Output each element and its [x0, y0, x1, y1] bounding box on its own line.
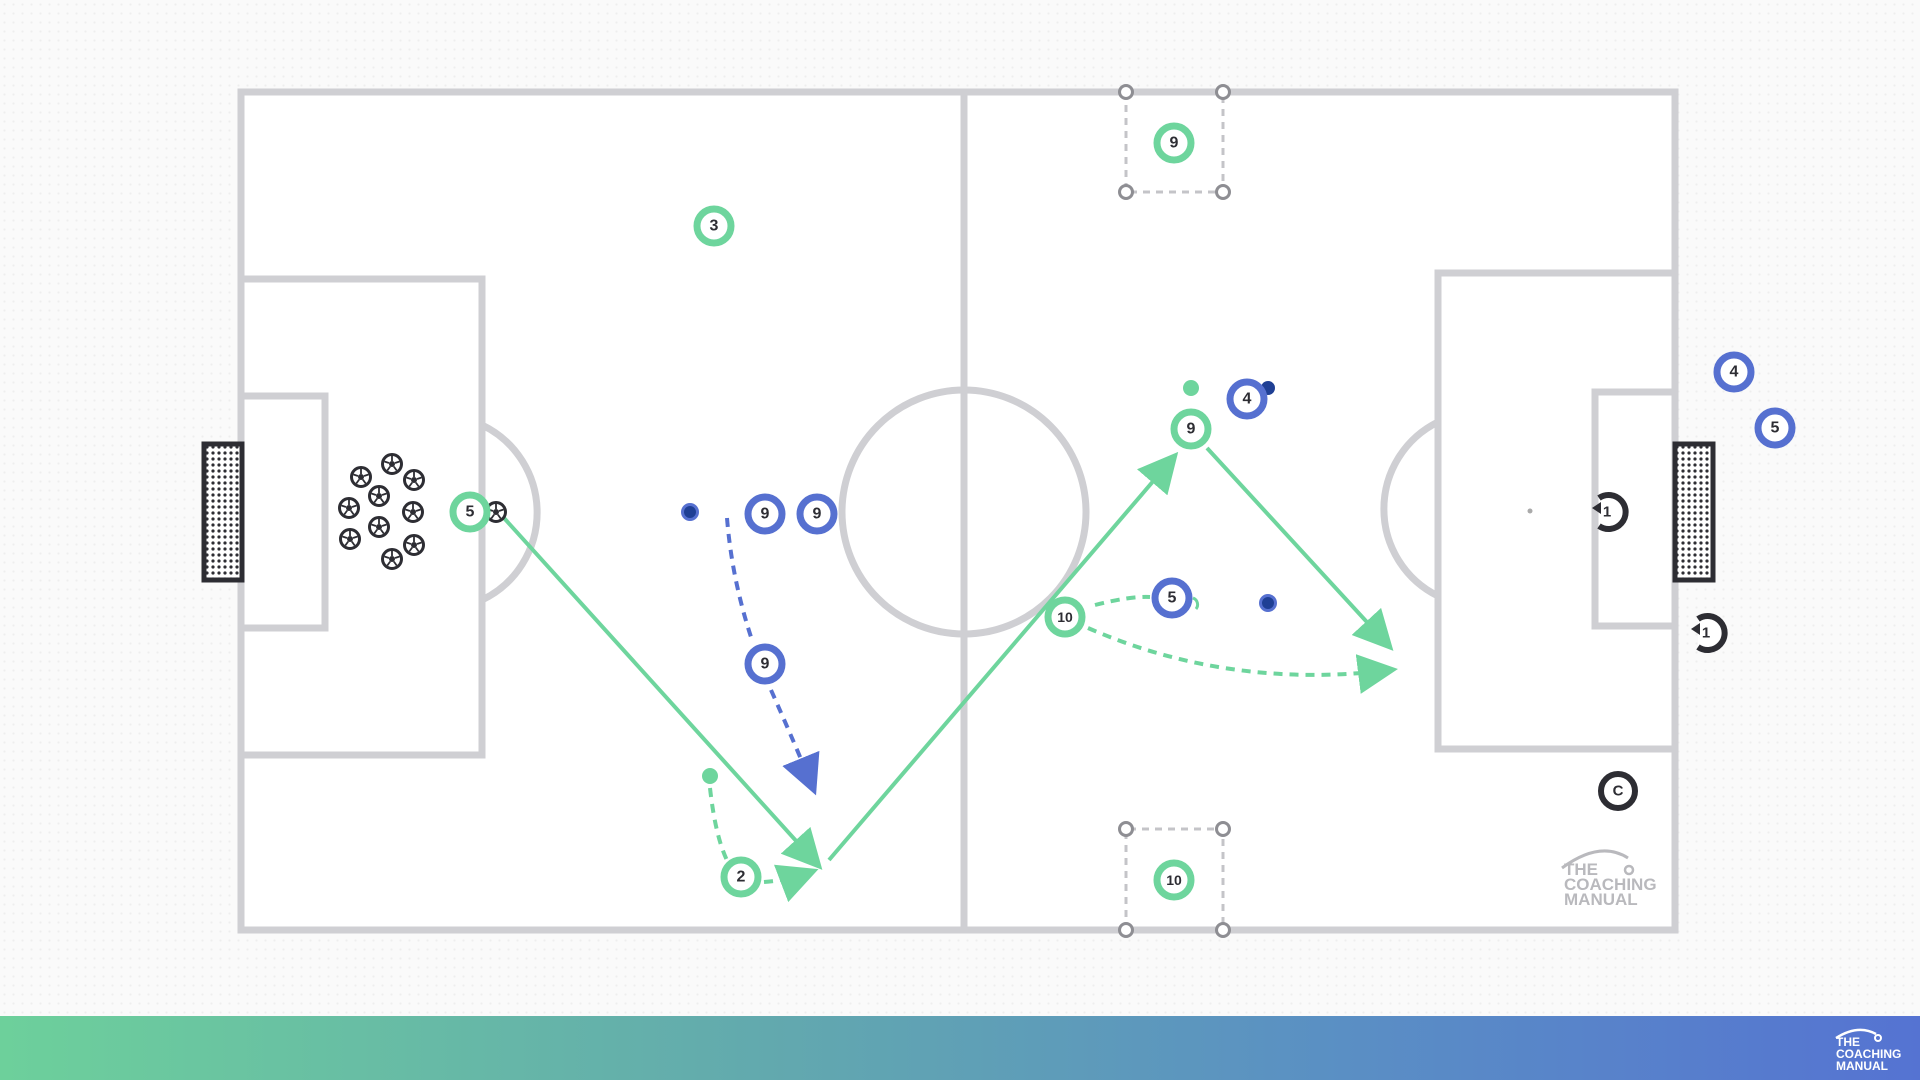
- brand-ball-icon: [1874, 1034, 1882, 1042]
- pass-arrow: [827, 451, 1179, 862]
- cone-icon: [1215, 922, 1231, 938]
- player-number: 3: [710, 218, 719, 235]
- run-arrow: [1087, 626, 1398, 694]
- player-number: 1: [1603, 504, 1611, 521]
- player-number: 2: [737, 869, 746, 886]
- player-number: 1: [1702, 625, 1710, 642]
- soccer-ball-icon: [368, 516, 390, 538]
- brand-ball-icon: [1623, 864, 1635, 876]
- center-circle: [838, 386, 1090, 638]
- defender-5-sub[interactable]: 5: [1754, 407, 1796, 449]
- ball-marker: [681, 503, 699, 521]
- run-arrow: [769, 689, 820, 796]
- defender-4-sub[interactable]: 4: [1713, 351, 1755, 393]
- player-number: 9: [1187, 421, 1196, 438]
- cone-icon: [1118, 84, 1134, 100]
- soccer-ball-icon: [339, 528, 361, 550]
- player-number: 9: [761, 656, 770, 673]
- left-goal: [201, 441, 245, 583]
- ball-marker: [1183, 380, 1199, 396]
- brand-watermark: THE COACHING MANUAL: [1561, 849, 1657, 909]
- ball-marker: [1259, 594, 1277, 612]
- attacker-9[interactable]: 9: [1170, 408, 1212, 450]
- pass-arrow: [502, 516, 823, 870]
- cone-icon: [1118, 922, 1134, 938]
- soccer-ball-icon: [338, 497, 360, 519]
- brand-swoosh-icon: [1561, 849, 1629, 870]
- soccer-ball-icon: [368, 485, 390, 507]
- attacker-9-zone[interactable]: 9: [1153, 122, 1195, 164]
- right-goal: [1672, 441, 1716, 583]
- goalkeepers: 1 1: [1527, 492, 1728, 653]
- player-number: 10: [1166, 872, 1182, 888]
- cone-icon: [1215, 84, 1231, 100]
- run-arrow: [763, 864, 819, 903]
- cone-icon: [1118, 184, 1134, 200]
- cone-icon: [1118, 821, 1134, 837]
- brand-line-3: MANUAL: [1564, 890, 1638, 909]
- defender-9[interactable]: 9: [744, 643, 786, 685]
- gk-marker: [1527, 508, 1533, 514]
- defending-team: 9 9 9 5 4 4 5: [744, 351, 1796, 685]
- player-number: 5: [1771, 420, 1780, 437]
- soccer-ball-icon: [381, 548, 403, 570]
- soccer-ball-icon: [350, 466, 372, 488]
- attacking-team: 3 5 2 10 9 9 10: [449, 122, 1212, 901]
- player-number: 5: [1168, 590, 1177, 607]
- top-cone-zone: [1118, 84, 1231, 200]
- attacker-10[interactable]: 10: [1044, 596, 1086, 638]
- ball-marker: [1192, 596, 1200, 610]
- movement-arrows: [502, 446, 1398, 903]
- defender-4[interactable]: 4: [1226, 378, 1268, 420]
- attacker-10-zone[interactable]: 10: [1153, 859, 1195, 901]
- player-number: 10: [1057, 609, 1073, 625]
- player-number: 4: [1730, 364, 1739, 381]
- player-number: 4: [1243, 391, 1252, 408]
- pass-arrow: [1205, 446, 1394, 651]
- goal-net-icon: [201, 441, 245, 583]
- soccer-ball-icon: [381, 453, 403, 475]
- coach-label: C: [1613, 783, 1624, 800]
- player-number: 5: [466, 504, 475, 521]
- run-arrow: [1094, 594, 1151, 607]
- ball-marker: [702, 768, 718, 784]
- bottom-cone-zone: [1118, 821, 1231, 938]
- player-number: 9: [813, 506, 822, 523]
- defender-9[interactable]: 9: [744, 493, 786, 535]
- attacker-3[interactable]: 3: [693, 205, 735, 247]
- footer-brand-line-1: THE: [1836, 1035, 1860, 1049]
- soccer-ball-icon: [402, 501, 424, 523]
- coach-icon[interactable]: C: [1598, 771, 1638, 811]
- footer-bar: THE COACHING MANUAL: [0, 1016, 1920, 1080]
- cone-icon: [1215, 821, 1231, 837]
- footer-brand-line-2: COACHING: [1836, 1047, 1901, 1061]
- pitch-diagram: 3 5 2 10 9 9 10 9: [201, 84, 1796, 938]
- footer-brand-line-3: MANUAL: [1836, 1059, 1888, 1073]
- brand-swoosh-icon: [1835, 1028, 1877, 1040]
- cone-icon: [1215, 184, 1231, 200]
- brand-line-1: THE: [1564, 860, 1598, 879]
- player-number: 9: [1170, 135, 1179, 152]
- defender-9[interactable]: 9: [796, 493, 838, 535]
- footer-logo: THE COACHING MANUAL: [1835, 1028, 1901, 1073]
- soccer-ball-icon: [403, 534, 425, 556]
- left-penalty-arc: [480, 421, 541, 604]
- brand-line-2: COACHING: [1564, 875, 1657, 894]
- goalkeeper-icon[interactable]: 1: [1691, 613, 1728, 653]
- player-number: 9: [761, 506, 770, 523]
- right-penalty-arc: [1380, 418, 1440, 600]
- attacker-2[interactable]: 2: [720, 856, 762, 898]
- goal-net-icon: [1672, 441, 1716, 583]
- defender-5[interactable]: 5: [1151, 577, 1193, 619]
- goalkeeper-icon[interactable]: 1: [1592, 492, 1629, 532]
- soccer-ball-icon: [403, 469, 425, 491]
- attacker-5[interactable]: 5: [449, 491, 491, 533]
